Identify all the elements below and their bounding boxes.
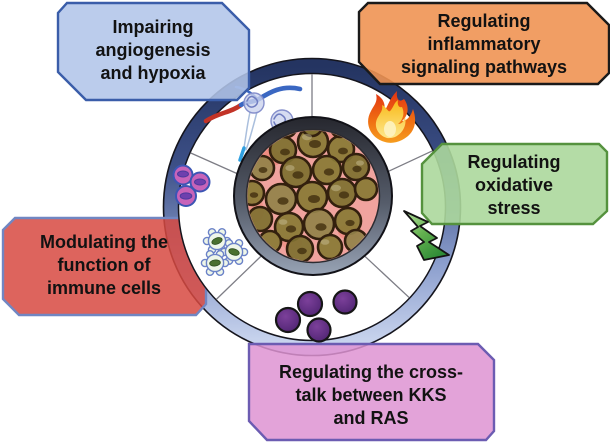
callout-immune-cells: Modulating the function of immune cells <box>1 216 208 317</box>
callout-oxidative-line2: oxidative <box>475 175 553 195</box>
callout-angiogenesis-line1: Impairing <box>112 17 193 37</box>
callout-inflammation: Regulating inflammatory signaling pathwa… <box>357 1 610 86</box>
callout-inflammation-line2: inflammatory <box>427 34 540 54</box>
purple-cells-icon <box>274 289 358 343</box>
callout-angiogenesis-line2: angiogenesis <box>95 40 210 60</box>
oxidative-stress-bolt-icon <box>403 210 450 261</box>
callout-kks-ras-line1: Regulating the cross- <box>279 362 463 382</box>
callout-kks-ras: Regulating the cross- talk between KKS a… <box>247 342 496 442</box>
callout-immune-cells-line1: Modulating the <box>40 232 168 252</box>
flame-icon <box>368 91 416 143</box>
callout-angiogenesis: Impairing angiogenesis and hypoxia <box>56 1 251 102</box>
immune-cells-dendritic-icon <box>200 228 249 276</box>
callout-oxidative-line3: stress <box>487 198 540 218</box>
callout-immune-cells-line2: function of <box>58 255 152 275</box>
callout-angiogenesis-line3: and hypoxia <box>100 63 206 83</box>
callout-kks-ras-line2: talk between KKS <box>295 385 446 405</box>
callout-inflammation-line3: signaling pathways <box>401 57 567 77</box>
callout-kks-ras-line3: and RAS <box>333 408 408 428</box>
callout-immune-cells-line3: immune cells <box>47 278 161 298</box>
immune-cells-magenta-icon <box>172 164 211 207</box>
callout-oxidative-stress: Regulating oxidative stress <box>420 142 609 226</box>
callout-oxidative-line1: Regulating <box>468 152 561 172</box>
callout-inflammation-line1: Regulating <box>438 11 531 31</box>
tumor-micrograph <box>233 116 393 276</box>
wheel-disc <box>172 72 447 343</box>
